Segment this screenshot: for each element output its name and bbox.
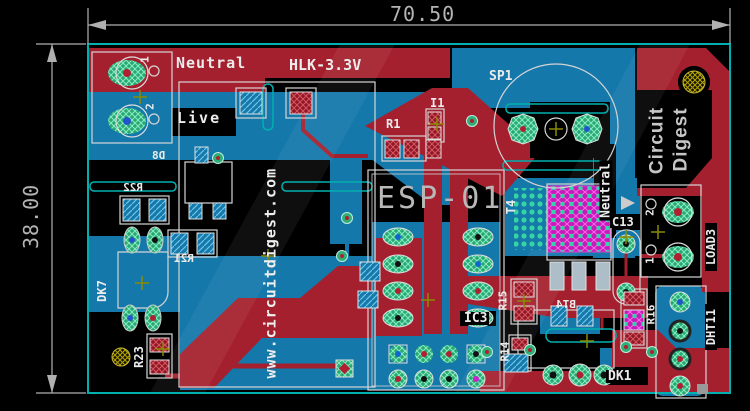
i1-pad <box>427 111 442 125</box>
t4-label: T4 <box>504 199 518 215</box>
mounting-holes <box>108 66 710 370</box>
r15-label: R15 <box>496 290 510 311</box>
dimension-height-label: 38.00 <box>19 183 43 249</box>
brand-digest-label: Digest <box>670 107 692 172</box>
dk1-label: DK1 <box>606 369 634 384</box>
dimension-width-label: 70.50 <box>390 2 456 26</box>
t4-leg-pad <box>549 261 565 291</box>
thermal-via-grids <box>514 185 611 253</box>
neutral-right-label: Neutral <box>599 160 614 221</box>
dk1-pads <box>542 363 615 387</box>
esp01-label: ESP-01 <box>377 181 504 216</box>
hlk-input-pad-live <box>289 91 313 115</box>
mounting-hole-bottom-left <box>111 347 131 367</box>
r14-label: R14 <box>498 341 512 362</box>
brand-circuit-label: Circuit <box>646 106 668 175</box>
sp1-label: SP1 <box>489 69 513 84</box>
r21-label: R21 <box>174 252 194 265</box>
i1-label: I1 <box>430 96 445 110</box>
dk7-label: DK7 <box>95 280 109 302</box>
sp1-courtyard-circle <box>493 63 619 189</box>
d8-label: D8 <box>152 149 166 162</box>
dht11-label: DHT11 <box>704 304 718 350</box>
watermark-text: www.circuitdigest.com <box>261 167 280 379</box>
load-pin1-label: 1 <box>643 257 657 264</box>
d8-pad <box>194 146 209 164</box>
c13-label: C13 <box>610 215 636 229</box>
r21-pad <box>170 232 189 255</box>
hlk-input-pad-neutral <box>239 91 263 115</box>
board-outline <box>87 43 731 394</box>
smd-pads <box>122 91 645 375</box>
vias <box>212 115 658 358</box>
load3-label: LOAD3 <box>704 223 718 271</box>
dimension-annotations <box>36 8 731 394</box>
sp1-pads <box>507 113 603 145</box>
origin-crosses <box>133 90 665 356</box>
r16-label: R16 <box>644 304 658 325</box>
hlk-module-label: HLK-3.3V <box>289 56 362 74</box>
r16-pad <box>623 291 645 306</box>
via-grid-teal <box>514 188 548 250</box>
r1-pad <box>384 139 401 159</box>
r16-via-pad <box>623 309 645 331</box>
tht-pads <box>108 56 694 397</box>
live-label: Live <box>177 109 222 127</box>
r22-label: R22 <box>123 181 143 194</box>
neutral-arrow-icon <box>621 196 635 210</box>
bt4-pad <box>550 305 568 327</box>
load-pin2-label: 2 <box>643 209 657 216</box>
dk7-pads <box>121 226 164 332</box>
ac-pin2-label: 2 <box>143 103 157 110</box>
r1-label: R1 <box>386 117 401 131</box>
r23-label: R23 <box>132 346 146 368</box>
bottom-header-pads <box>388 344 486 389</box>
mounting-hole-top-right <box>682 70 706 94</box>
ic3-label: IC3 <box>462 311 490 326</box>
r22-pad <box>122 198 141 222</box>
neutral-top-label: Neutral <box>176 54 247 72</box>
bt4-label: BT4 <box>556 298 576 311</box>
r23-pad <box>149 337 170 353</box>
dht11-header-pads <box>668 291 692 397</box>
ac-pin1-label: 1 <box>138 56 152 63</box>
r14-pad <box>511 337 529 351</box>
